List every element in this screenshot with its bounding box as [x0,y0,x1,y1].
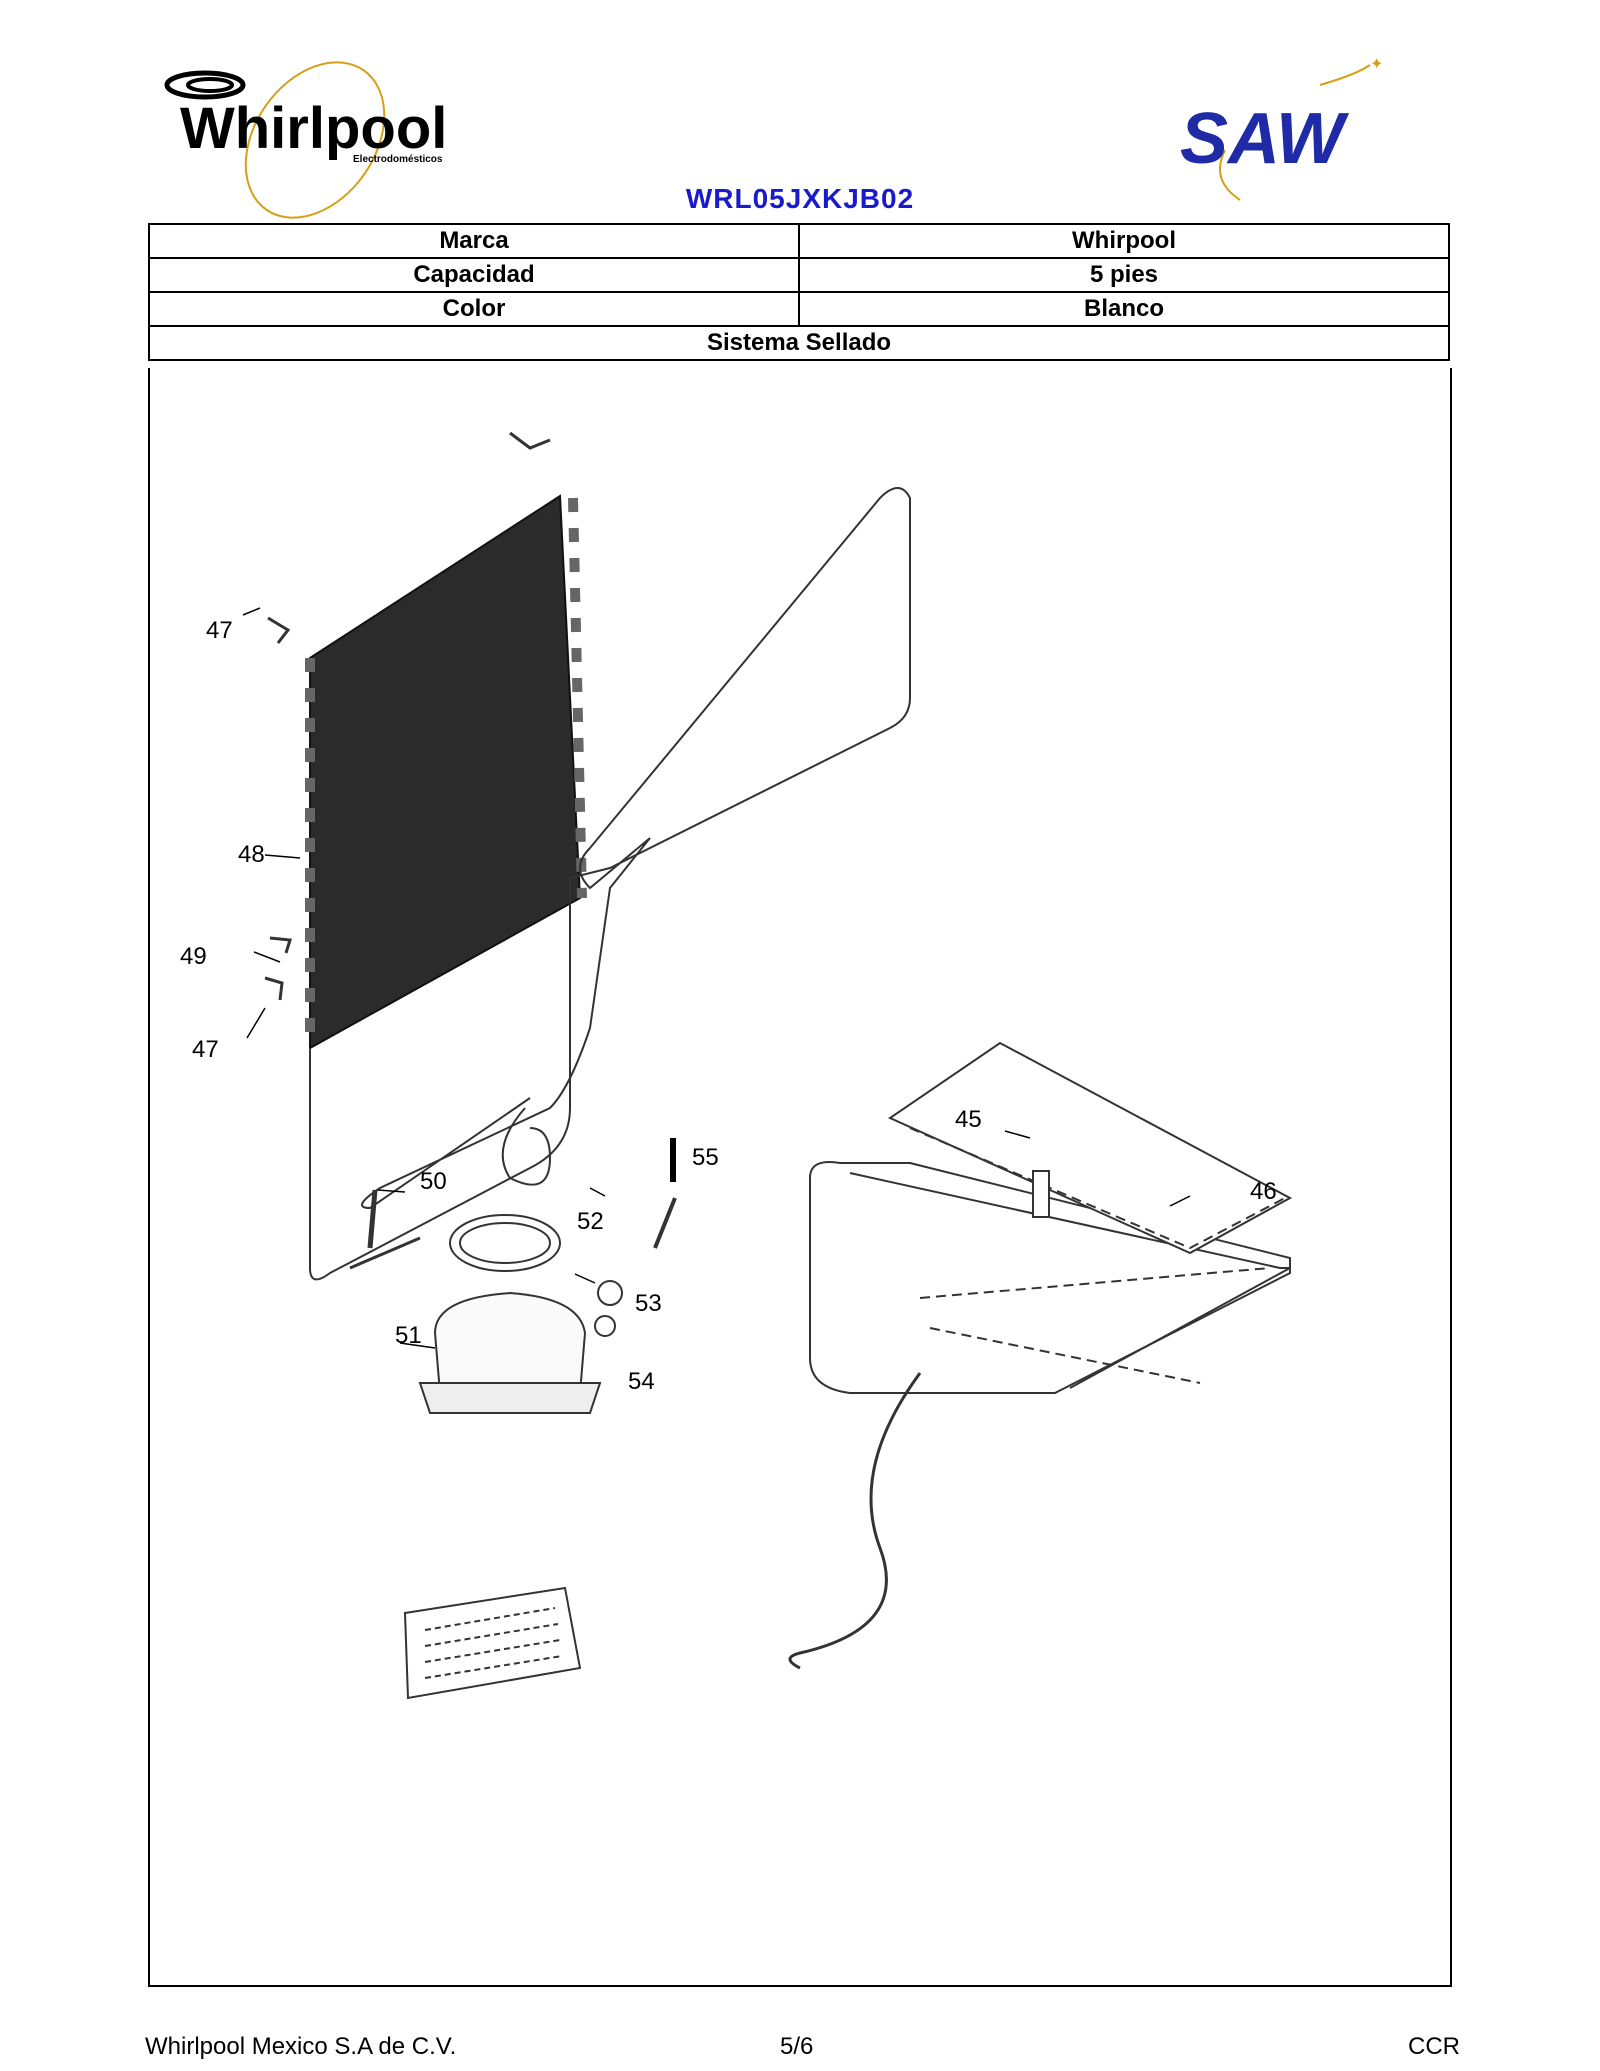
exploded-parts-diagram [242,431,1293,1700]
callout-47-top: 47 [206,617,233,644]
callout-54: 54 [628,1368,655,1395]
footer-code: CCR [1408,2033,1460,2060]
callout-48: 48 [238,841,265,868]
bracket-top [509,431,551,450]
callout-46: 46 [1250,1178,1277,1205]
spec-label: Color [148,291,800,327]
spec-value: 5 pies [798,257,1450,293]
compressor [418,1291,602,1414]
bracket-47-top [267,616,291,644]
callout-55: 55 [692,1144,719,1171]
condenser-tube [309,487,911,1281]
callout-50: 50 [420,1168,447,1195]
callout-45: 45 [955,1106,982,1133]
capillary-tube [653,1197,677,1249]
spec-table: Marca Whirpool Capacidad 5 pies Color Bl… [148,223,1450,361]
spec-label: Marca [148,223,800,259]
saw-logo: ✦ SAW [1170,55,1400,205]
grommet-ring [449,1214,561,1272]
table-row: Capacidad 5 pies [148,257,1450,293]
spec-value: Whirpool [798,223,1450,259]
evaporator-tube [788,1372,922,1670]
svg-text:✦: ✦ [1370,56,1383,73]
part-45-bracket [1032,1170,1050,1218]
svg-text:Whirlpool: Whirlpool [180,96,447,161]
evaporator [809,1041,1293,1394]
table-row: Marca Whirpool [148,223,1450,259]
diagram-frame: 47 48 49 47 50 51 52 53 54 55 45 46 [148,368,1452,1987]
svg-text:SAW: SAW [1180,99,1350,179]
callout-53: 53 [635,1290,662,1317]
callout-49: 49 [180,943,207,970]
condenser-coil [305,494,587,1050]
callout-51: 51 [395,1322,422,1349]
spec-label: Capacidad [148,257,800,293]
bracket-49 [269,936,292,954]
footer-page: 5/6 [780,2033,814,2060]
suction-loop [501,1107,552,1186]
relay-part [597,1280,623,1306]
svg-text:Electrodomésticos: Electrodomésticos [353,154,443,165]
whirlpool-logo: Whirlpool Electrodomésticos [160,50,470,220]
overload-part [594,1315,616,1337]
callout-52: 52 [577,1208,604,1235]
filter-drier [367,1189,378,1249]
rear-grille [403,1586,582,1700]
table-row: Sistema Sellado [148,325,1450,361]
part-55 [670,1138,676,1182]
spec-value: Blanco [798,291,1450,327]
section-title: Sistema Sellado [148,325,1450,361]
model-number: WRL05JXKJB02 [685,183,915,214]
footer-company: Whirlpool Mexico S.A de C.V. [145,2033,457,2060]
table-row: Color Blanco [148,291,1450,327]
bracket-47-bottom [264,976,284,1001]
callout-47-bottom: 47 [192,1036,219,1063]
